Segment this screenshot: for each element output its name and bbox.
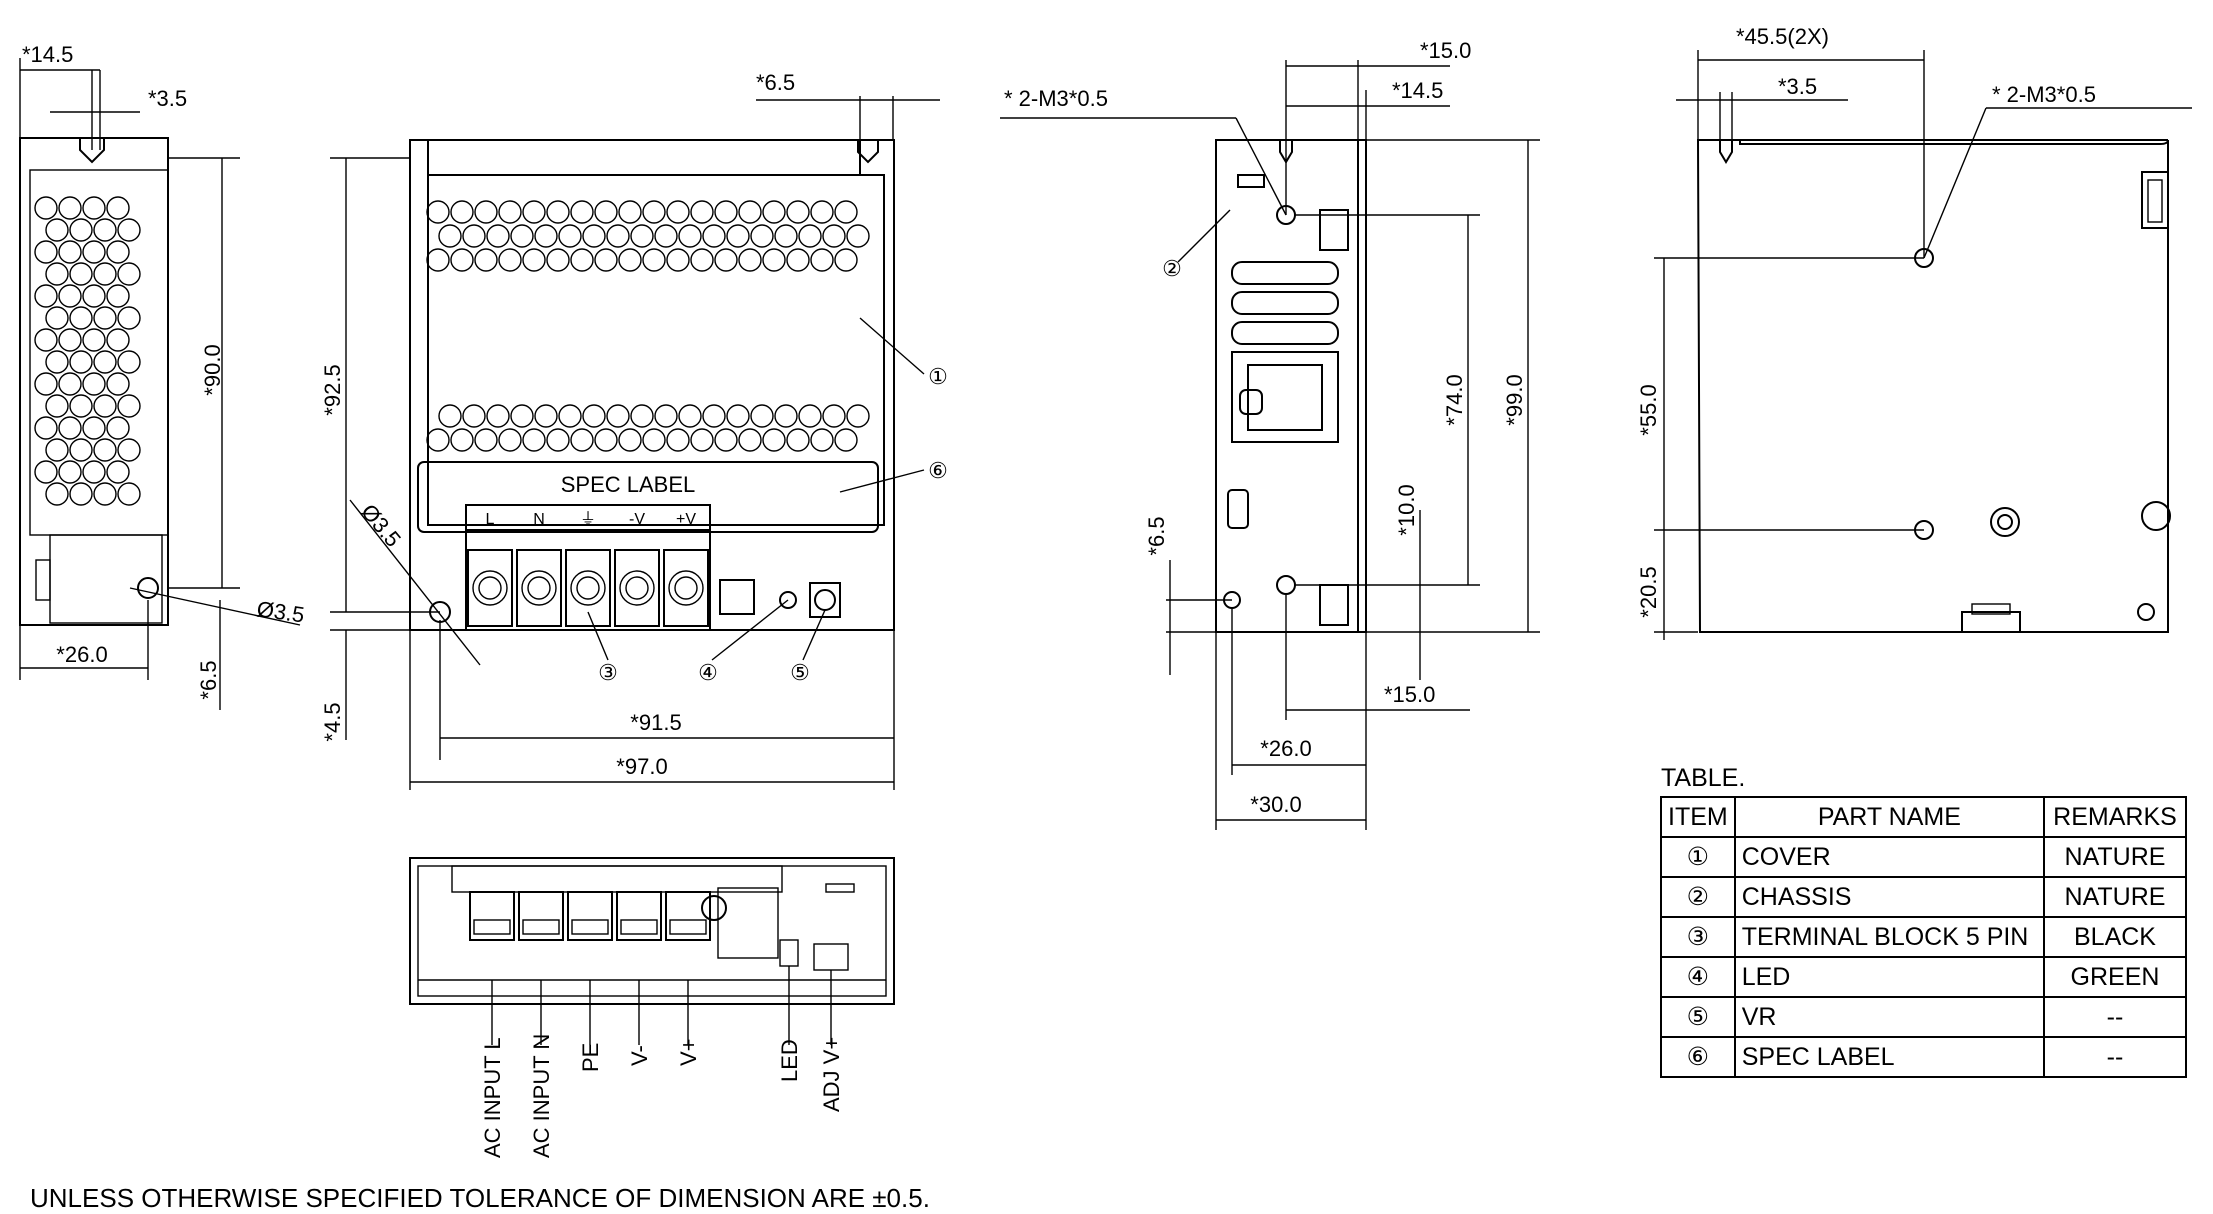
part-balloons: ① ⑥ ③ ④ ⑤ ② [598,256,1182,685]
svg-text:⏚: ⏚ [580,510,596,528]
svg-text:*6.5: *6.5 [1144,516,1169,555]
table-row: ① COVER NATURE [1660,836,2187,878]
svg-text:*55.0: *55.0 [1636,384,1661,435]
left-side-view [19,58,301,710]
table-row: ⑥ SPEC LABEL -- [1660,1036,2187,1078]
svg-text:*15.0: *15.0 [1384,682,1435,707]
side-view-2 [1000,60,1540,830]
svg-text:*3.5: *3.5 [148,86,187,111]
terminal-screws [467,549,709,627]
svg-text:PE: PE [578,1043,603,1072]
svg-text:*6.5: *6.5 [196,660,221,699]
svg-text:* 2-M3*0.5: * 2-M3*0.5 [1992,82,2096,107]
svg-text:* 2-M3*0.5: * 2-M3*0.5 [1004,86,1108,111]
svg-text:*30.0: *30.0 [1250,792,1301,817]
table-row: ③ TERMINAL BLOCK 5 PIN BLACK [1660,916,2187,958]
balloon-1: ① [928,364,948,389]
svg-text:Ø3.5: Ø3.5 [356,499,406,552]
svg-text:*97.0: *97.0 [616,754,667,779]
table-row: ⑤ VR -- [1660,996,2187,1038]
svg-text:ADJ V+: ADJ V+ [819,1037,844,1112]
terminal-labels: L N ⏚ -V +V [486,510,697,528]
svg-text:*99.0: *99.0 [1502,374,1527,425]
svg-text:V-: V- [627,1045,652,1066]
balloon-5: ⑤ [790,660,810,685]
svg-text:L: L [486,511,495,528]
table-row: ④ LED GREEN [1660,956,2187,998]
signal-labels: AC INPUT L AC INPUT N PE V- V+ LED ADJ V… [480,1034,844,1158]
svg-text:*90.0: *90.0 [200,344,225,395]
svg-text:*6.5: *6.5 [756,70,795,95]
balloon-2: ② [1162,256,1182,281]
svg-text:*14.5: *14.5 [22,42,73,67]
tolerance-footnote: UNLESS OTHERWISE SPECIFIED TOLERANCE OF … [30,1183,930,1213]
balloon-6: ⑥ [928,458,948,483]
parts-table: ITEM PART NAME REMARKS ① COVER NATURE ② … [1660,796,2187,1078]
svg-text:-V: -V [629,511,645,528]
svg-text:AC INPUT N: AC INPUT N [529,1034,554,1158]
svg-text:*14.5: *14.5 [1392,78,1443,103]
header-part-name: PART NAME [1733,796,2046,838]
balloon-3: ③ [598,660,618,685]
side-vent-holes [34,196,141,506]
svg-text:*15.0: *15.0 [1420,38,1471,63]
front-view: SPEC LABEL L N ⏚ -V +V [330,96,940,790]
svg-text:*4.5: *4.5 [320,702,345,741]
svg-text:*91.5: *91.5 [630,710,681,735]
table-header-row: ITEM PART NAME REMARKS [1660,796,2187,838]
svg-text:V+: V+ [676,1038,701,1066]
svg-text:+V: +V [676,511,696,528]
front-vent-holes [426,200,870,452]
svg-text:*26.0: *26.0 [56,642,107,667]
table-title: TABLE. [1661,764,1746,792]
table-row: ② CHASSIS NATURE [1660,876,2187,918]
svg-text:*26.0: *26.0 [1260,736,1311,761]
spec-label-text: SPEC LABEL [561,472,696,497]
header-item: ITEM [1660,796,1736,838]
bottom-view [409,857,895,1045]
header-remarks: REMARKS [2043,796,2187,838]
svg-text:*74.0: *74.0 [1442,374,1467,425]
bottom-terminals [469,891,711,941]
svg-text:*92.5: *92.5 [320,364,345,415]
svg-text:N: N [533,511,545,528]
dimension-labels: *14.5 *3.5 *90.0 *26.0 *6.5 Ø3.5 *6.5 *9… [22,24,2096,817]
svg-text:*3.5: *3.5 [1778,74,1817,99]
balloon-4: ④ [698,660,718,685]
svg-text:*20.5: *20.5 [1636,566,1661,617]
svg-text:AC INPUT L: AC INPUT L [480,1037,505,1158]
svg-text:*45.5(2X): *45.5(2X) [1736,24,1829,49]
side-view-3 [1654,50,2192,640]
svg-text:LED: LED [777,1039,802,1082]
svg-text:*10.0: *10.0 [1394,484,1419,535]
svg-text:Ø3.5: Ø3.5 [255,596,306,627]
